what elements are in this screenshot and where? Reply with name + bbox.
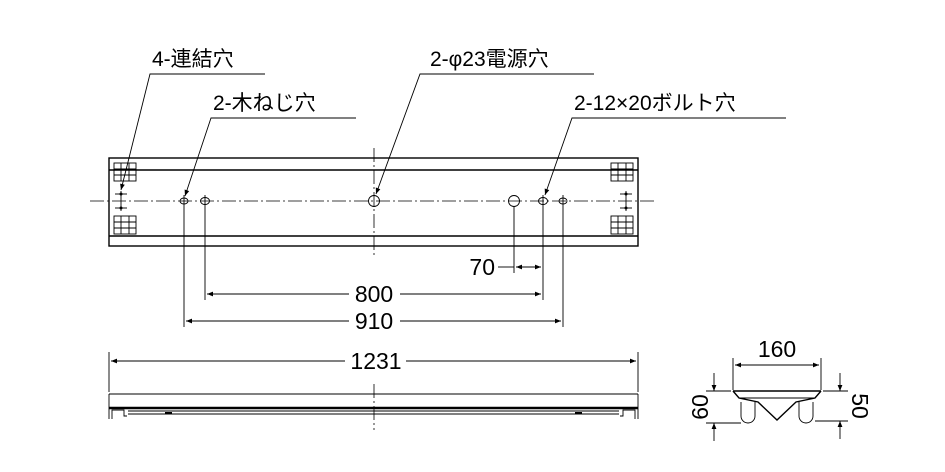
end-lamp-right — [798, 402, 814, 424]
dim-160: 160 — [758, 336, 796, 362]
dim-60: 60 — [687, 394, 713, 420]
label-bolt-holes: 2-12×20ボルト穴 — [574, 92, 736, 115]
side-left-bracket — [111, 409, 127, 419]
power-hole-center — [368, 195, 380, 207]
leader-wood-screw-holes — [184, 117, 356, 197]
connection-hole-left — [115, 191, 127, 211]
power-hole-right — [508, 195, 520, 207]
dim-1231: 1231 — [350, 348, 401, 374]
wood-screw-hole-left — [179, 195, 189, 207]
side-socket-left — [165, 412, 172, 414]
label-connection-holes: 4-連結穴 — [152, 48, 234, 71]
label-power-holes: 2-φ23電源穴 — [430, 48, 549, 71]
dim-50: 50 — [847, 393, 873, 419]
dim-70: 70 — [469, 254, 495, 280]
leader-bolt-holes — [544, 117, 786, 196]
connection-hole-right — [620, 191, 632, 211]
dim-910: 910 — [355, 308, 393, 334]
left-end-grid-upper — [113, 162, 137, 182]
right-end-grid-upper — [610, 162, 634, 182]
right-end-grid-lower — [610, 215, 634, 235]
leader-power-holes — [375, 73, 594, 195]
dim-800: 800 — [355, 281, 393, 307]
side-view — [108, 384, 639, 430]
bolt-hole-left — [200, 195, 210, 207]
top-view-outline — [108, 157, 639, 247]
leader-connection-holes — [120, 73, 265, 191]
top-view — [90, 148, 656, 256]
label-wood-screw-holes: 2-木ねじ穴 — [213, 92, 316, 115]
bolt-hole-right — [538, 195, 548, 207]
end-body — [732, 390, 822, 421]
end-view: 160 60 50 — [687, 336, 873, 441]
wood-screw-hole-right — [558, 195, 568, 207]
left-end-grid-lower — [113, 215, 137, 235]
side-right-bracket — [620, 409, 636, 419]
end-lamp-left — [740, 402, 756, 424]
side-socket-right — [575, 412, 582, 414]
